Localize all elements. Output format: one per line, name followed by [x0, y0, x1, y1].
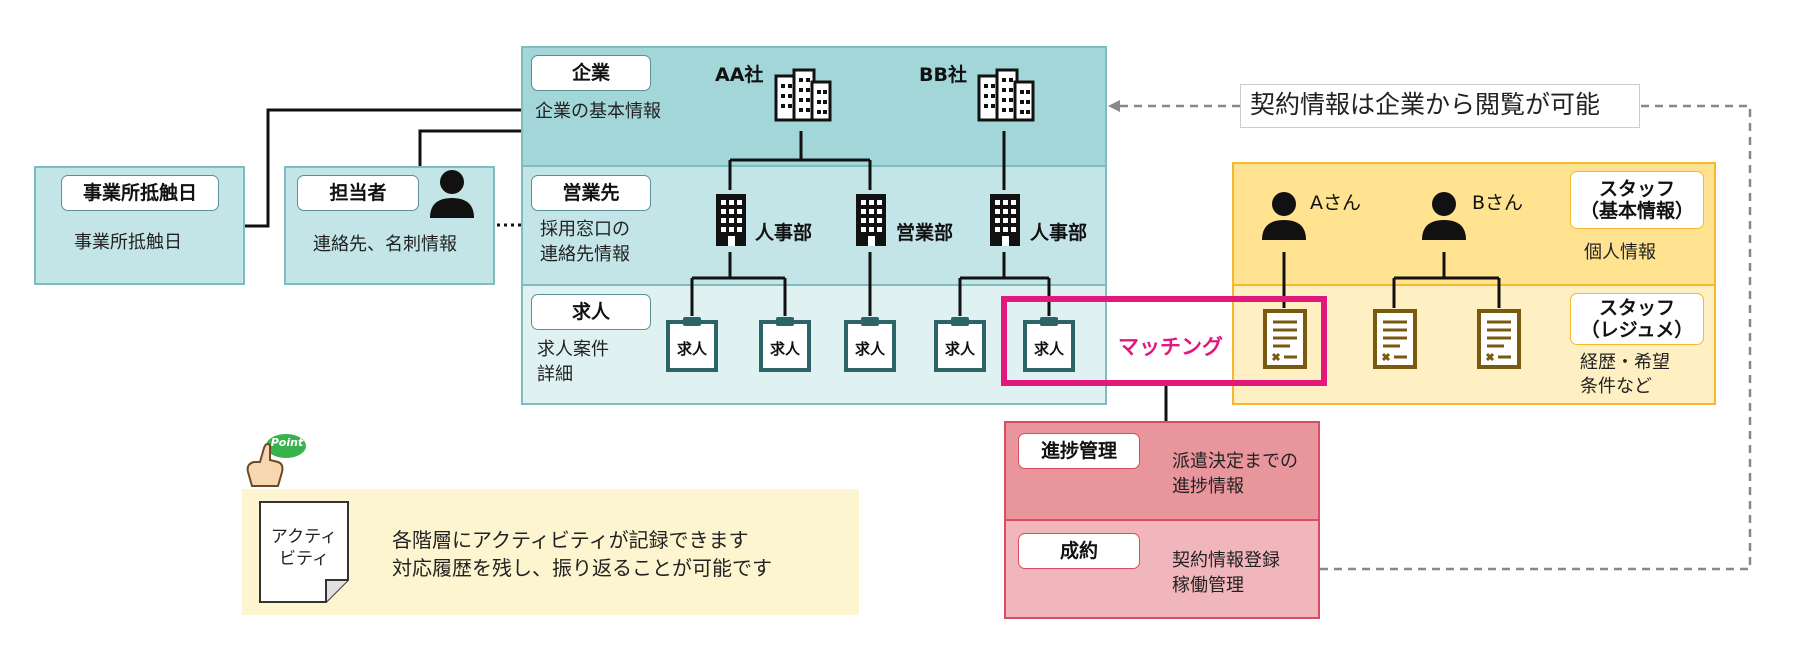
job-card-2: 求人	[759, 316, 811, 372]
sales-desc-line2: 連絡先情報	[540, 244, 630, 265]
contract-note-text: 契約情報は企業から閲覧が可能	[1250, 90, 1601, 119]
point-hand-icon	[246, 434, 306, 487]
sticky-note-line2: ビティ	[279, 549, 329, 569]
job-card-3-label: 求人	[854, 340, 885, 358]
job-tag: 求人	[531, 294, 651, 330]
person-in-charge-tag: 担当者	[297, 175, 419, 211]
job-card-5: 求人	[1023, 316, 1075, 372]
clipboard-icon	[759, 317, 811, 372]
clipboard-icon	[934, 317, 986, 372]
staff-basic-tag-line2: （基本情報）	[1579, 200, 1694, 222]
progress-tag: 進捗管理	[1018, 433, 1140, 469]
person-b-name: Bさん	[1472, 192, 1524, 214]
job-card-3: 求人	[844, 316, 896, 372]
job-card-1-label: 求人	[676, 340, 707, 358]
job-desc-line2: 詳細	[537, 364, 573, 385]
point-badge-text: Point	[270, 436, 304, 449]
dept2-building-icon	[856, 194, 886, 246]
staff-resume-tag-line2: （レジュメ）	[1580, 319, 1694, 341]
job-card-1: 求人	[666, 316, 718, 372]
contract-note-box	[1240, 84, 1640, 128]
staff-basic-desc: 個人情報	[1584, 242, 1656, 263]
company-aa-name: AA社	[715, 64, 764, 86]
person-icon	[430, 170, 474, 218]
resume-a-document-icon	[1263, 309, 1307, 369]
progress-desc-line2: 進捗情報	[1172, 476, 1244, 497]
contract-desc-line2: 稼働管理	[1172, 575, 1244, 596]
activity-text-line2: 対応履歴を残し、振り返ることが可能です	[392, 556, 772, 580]
sales-desc-line1: 採用窓口の	[540, 219, 630, 240]
person-a-name: Aさん	[1310, 192, 1361, 214]
matching-label: マッチング	[1118, 335, 1223, 359]
company-bb-building-icon	[977, 68, 1035, 122]
office-contact-desc: 事業所抵触日	[74, 232, 182, 253]
job-card-5-label: 求人	[1033, 340, 1064, 358]
person-b-icon	[1422, 192, 1466, 240]
activity-text-line1: 各階層にアクティビティが記録できます	[392, 528, 749, 552]
company-tag: 企業	[531, 55, 651, 91]
clipboard-icon	[666, 317, 718, 372]
person-in-charge-desc: 連絡先、名刺情報	[313, 234, 457, 255]
staff-resume-desc-line2: 条件など	[1580, 376, 1652, 397]
staff-basic-tag-line1: スタッフ	[1598, 178, 1675, 200]
progress-desc-line1: 派遣決定までの	[1172, 451, 1298, 472]
dept1-building-icon	[716, 194, 746, 246]
contract-desc-line1: 契約情報登録	[1172, 550, 1280, 571]
job-card-4-label: 求人	[944, 340, 975, 358]
job-desc-line1: 求人案件	[537, 339, 609, 360]
clipboard-icon	[844, 317, 896, 372]
office-contact-tag: 事業所抵触日	[61, 175, 219, 211]
staff-resume-tag-line1: スタッフ	[1598, 297, 1675, 319]
person-a-icon	[1262, 192, 1306, 240]
dept2-name: 営業部	[896, 222, 954, 244]
dept1-name: 人事部	[755, 222, 813, 244]
job-card-4: 求人	[934, 316, 986, 372]
clipboard-icon	[1023, 317, 1075, 372]
dept3-building-icon	[990, 194, 1020, 246]
company-desc: 企業の基本情報	[535, 101, 661, 122]
sticky-note-line1: アクティ	[270, 527, 338, 547]
sales-tag: 営業先	[531, 175, 651, 211]
resume-b1-document-icon	[1373, 309, 1417, 369]
staff-basic-tag: スタッフ （基本情報）	[1570, 171, 1704, 229]
company-aa-building-icon	[774, 68, 832, 122]
staff-resume-desc-line1: 経歴・希望	[1580, 352, 1670, 373]
resume-b2-document-icon	[1477, 309, 1521, 369]
sticky-note-icon	[259, 501, 349, 603]
company-bb-name: BB社	[919, 64, 967, 86]
contract-tag: 成約	[1018, 533, 1140, 569]
dept3-name: 人事部	[1030, 222, 1088, 244]
job-card-2-label: 求人	[769, 340, 800, 358]
staff-resume-tag: スタッフ （レジュメ）	[1570, 293, 1704, 345]
